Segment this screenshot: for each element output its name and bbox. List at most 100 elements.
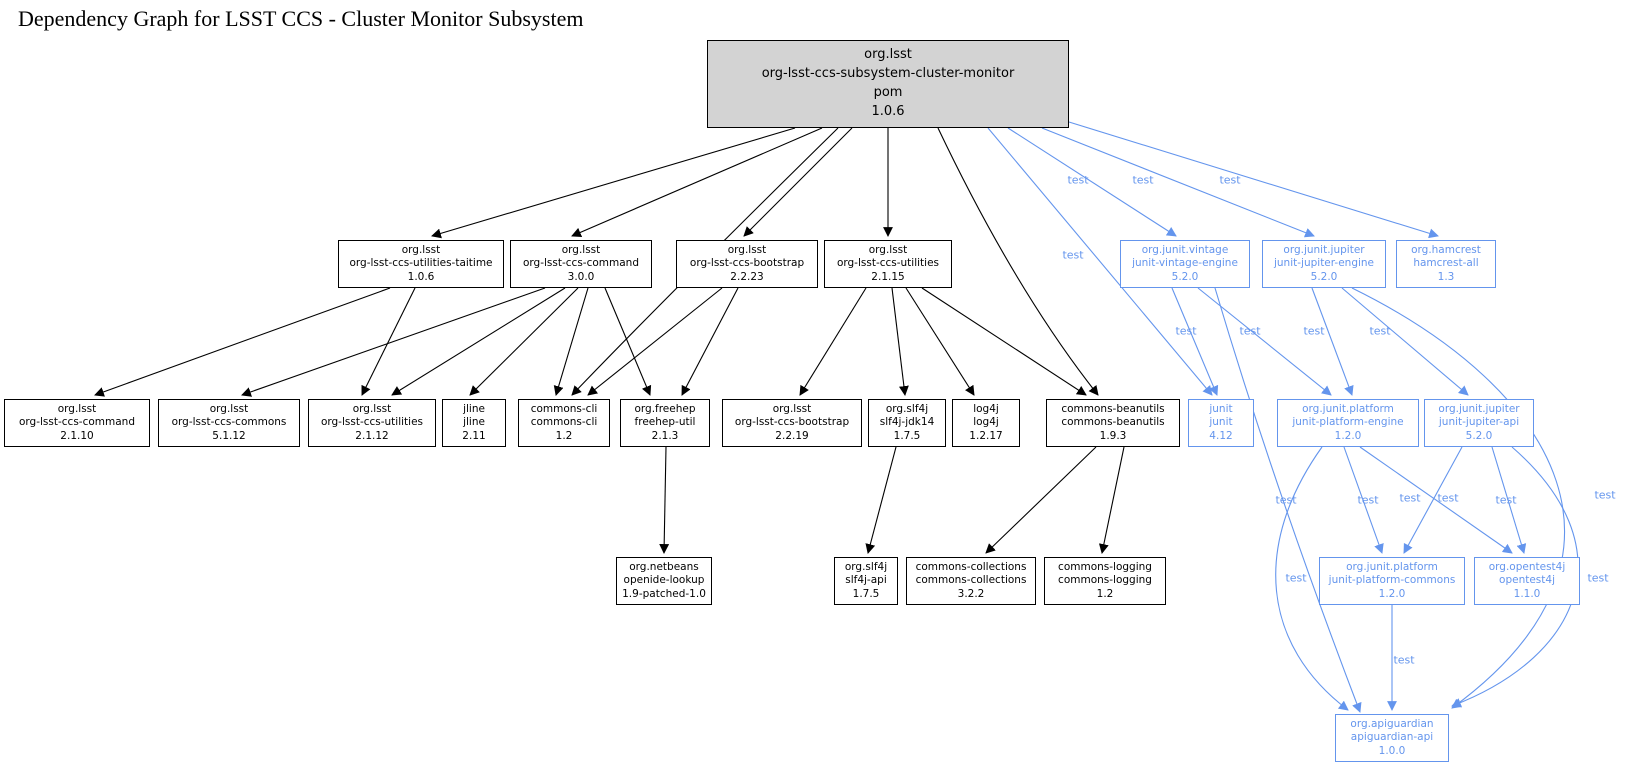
edge-root-vintage: [1007, 127, 1177, 237]
node-jupiterapi-line-1: junit-jupiter-api: [1438, 416, 1520, 429]
node-util2112-line-2: 2.1.12: [355, 429, 389, 442]
node-utilities2115-line-2: 2.1.15: [871, 270, 905, 283]
edge-taitime-cmd2110: [94, 287, 391, 397]
node-openide-line-1: openide-lookup: [623, 574, 705, 587]
node-slf4japi-line-0: org.slf4j: [844, 560, 888, 573]
edge-command3-freehep: [604, 287, 652, 396]
edge-vintage-platformengine: [1197, 287, 1332, 396]
node-platformcommons-line-0: org.junit.platform: [1346, 560, 1438, 573]
node-opentest4j-line-1: opentest4j: [1499, 574, 1555, 587]
node-slf4jjdk14-line-0: org.slf4j: [885, 402, 929, 415]
edge-root-jupiterengine: [1041, 127, 1315, 238]
node-taitime-line-2: 1.0.6: [407, 270, 435, 283]
edge-command3-util2112: [391, 287, 566, 396]
node-logging-line-2: 1.2: [1096, 587, 1114, 600]
edge-label-jupiterapi-apiguardian: test: [1587, 571, 1609, 585]
node-commons5112-line-0: org.lsst: [209, 402, 249, 415]
node-command3-line-1: org-lsst-ccs-command: [523, 257, 639, 270]
edge-root-junit: [987, 127, 1213, 396]
node-util2112-line-0: org.lsst: [352, 402, 392, 415]
node-util2112-line-1: org-lsst-ccs-utilities: [320, 416, 424, 429]
node-beanutils-line-1: commons-beanutils: [1061, 416, 1165, 429]
node-bootstrap2219-line-1: org-lsst-ccs-bootstrap: [734, 416, 850, 429]
edge-label-root-hamcrest: test: [1219, 173, 1241, 187]
node-command3-line-2: 3.0.0: [567, 270, 595, 283]
node-beanutils-line-2: 1.9.3: [1099, 429, 1127, 442]
edge-bootstrap223-freehep: [681, 287, 739, 396]
node-root-line-2: pom: [873, 85, 903, 100]
edge-label-jupiterengine-platformengine: test: [1303, 324, 1325, 338]
edge-label-jupiterapi-platformcommons: test: [1399, 491, 1421, 505]
node-taitime-line-0: org.lsst: [401, 243, 441, 256]
node-jupiterengine-line-0: org.junit.jupiter: [1283, 243, 1365, 256]
edge-command3-commonscli: [553, 287, 589, 396]
edge-label-jupiterengine-jupiterapi: test: [1369, 324, 1391, 338]
edge-label-platformengine-opentest4j: test: [1437, 491, 1459, 505]
node-commonscli-line-2: 1.2: [555, 429, 573, 442]
node-log4j-line-0: log4j: [973, 402, 999, 415]
edge-jupiterapi-opentest4j: [1491, 446, 1527, 554]
edge-jupiterengine-jupiterapi: [1341, 287, 1469, 396]
edge-utilities2115-beanutils: [921, 287, 1087, 396]
node-platformengine-line-1: junit-platform-engine: [1292, 416, 1404, 429]
node-bootstrap2219-line-2: 2.2.19: [775, 429, 809, 442]
edge-vintage-junit: [1171, 287, 1219, 396]
node-bootstrap223-line-2: 2.2.23: [730, 270, 764, 283]
edge-label-vintage-platformengine: test: [1239, 324, 1261, 338]
node-slf4jjdk14-line-1: slf4j-jdk14: [879, 416, 935, 429]
node-logging-line-0: commons-logging: [1058, 560, 1152, 573]
node-cmd2110-line-2: 2.1.10: [60, 429, 94, 442]
node-platformcommons-line-2: 1.2.0: [1378, 587, 1406, 600]
edge-beanutils-collections: [985, 446, 1097, 554]
node-utilities2115-line-1: org-lsst-ccs-utilities: [836, 257, 940, 270]
edge-label-platformengine-platformcommons: test: [1357, 493, 1379, 507]
node-bootstrap223-line-1: org-lsst-ccs-bootstrap: [689, 257, 805, 270]
node-root-line-3: 1.0.6: [871, 103, 905, 119]
edge-platformengine-apiguardian: [1275, 446, 1349, 711]
node-apiguardian-line-1: apiguardian-api: [1350, 731, 1434, 744]
edge-utilities2115-bootstrap2219: [799, 287, 867, 396]
node-collections-line-1: commons-collections: [915, 574, 1027, 587]
edge-label-vintage-apiguardian: test: [1275, 493, 1297, 507]
node-platformengine-line-2: 1.2.0: [1334, 429, 1362, 442]
edge-label-root-junit: test: [1062, 248, 1084, 262]
edge-platformengine-opentest4j: [1359, 446, 1513, 554]
node-jupiterapi-line-0: org.junit.jupiter: [1438, 402, 1520, 415]
edge-jupiterapi-platformcommons: [1403, 446, 1463, 554]
edge-command3-commons5112: [241, 287, 546, 397]
node-jline-line-1: jline: [463, 416, 485, 429]
edge-root-beanutils: [937, 127, 1099, 396]
edge-jupiterengine-platformengine: [1311, 287, 1354, 396]
edge-label-root-vintage: test: [1067, 173, 1089, 187]
node-junit-line-2: 4.12: [1209, 429, 1233, 442]
node-slf4jjdk14-line-2: 1.7.5: [893, 429, 921, 442]
edge-freehep-openide: [659, 446, 670, 554]
node-slf4japi-line-1: slf4j-api: [845, 574, 887, 587]
edge-label-jupiterapi-opentest4j: test: [1495, 493, 1517, 507]
node-opentest4j-line-0: org.opentest4j: [1488, 560, 1566, 573]
edge-platformengine-platformcommons: [1343, 446, 1384, 554]
node-platformengine-line-0: org.junit.platform: [1302, 402, 1394, 415]
node-openide-line-0: org.netbeans: [629, 560, 699, 573]
node-vintage-line-1: junit-vintage-engine: [1132, 257, 1238, 270]
node-hamcrest-line-2: 1.3: [1437, 270, 1455, 283]
edge-label-jupiterengine-apiguardian: test: [1594, 488, 1616, 502]
